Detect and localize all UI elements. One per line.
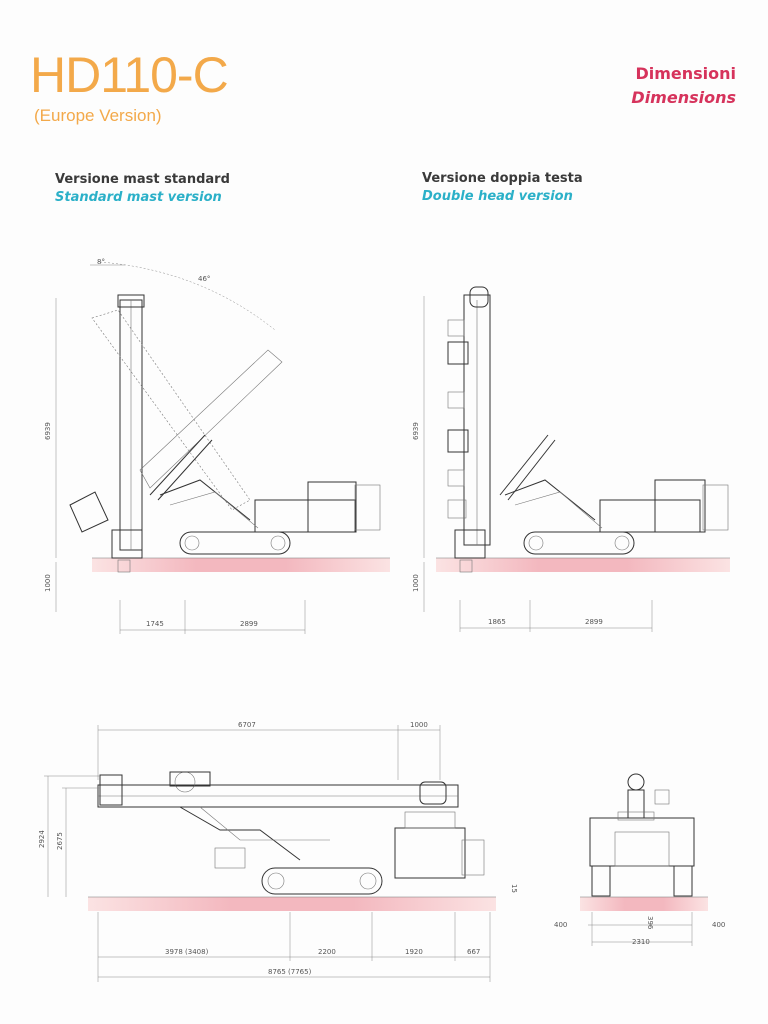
- dbl-depth-label: 1000: [412, 574, 420, 592]
- std-w2-label: 2899: [240, 620, 258, 628]
- dbl-w1-label: 1865: [488, 618, 506, 626]
- ground-strip: [92, 558, 390, 572]
- std-depth-label: 1000: [44, 574, 52, 592]
- tr-top2-label: 1000: [410, 721, 428, 729]
- dbl-height-label: 6939: [412, 422, 420, 440]
- standard-mast-drawing: [69, 261, 390, 573]
- standard-view-title-it: Versione mast standard: [55, 172, 230, 187]
- model-title: HD110-C: [30, 47, 229, 103]
- standard-view-title-en: Standard mast version: [55, 190, 222, 205]
- ground-strip: [88, 897, 496, 911]
- tr-clear-label: 15: [510, 884, 518, 893]
- tr-b1-label: 3978 (3408): [165, 948, 209, 956]
- fr-right-label: 400: [712, 921, 725, 929]
- std-height-label: 6939: [44, 422, 52, 440]
- tr-h1-label: 2924: [38, 830, 46, 848]
- std-angle1-label: 8°: [97, 258, 105, 266]
- ground-strip: [436, 558, 730, 572]
- tr-total-label: 8765 (7765): [268, 968, 312, 976]
- section-title-en: Dimensions: [631, 88, 736, 107]
- tr-b2-label: 2200: [318, 948, 336, 956]
- tr-top1-label: 6707: [238, 721, 256, 729]
- fr-mid-label: 396: [646, 916, 654, 930]
- fr-width-label: 2310: [632, 938, 650, 946]
- tr-h2-label: 2675: [56, 832, 64, 850]
- double-view-title-en: Double head version: [422, 189, 573, 204]
- dbl-w2-label: 2899: [585, 618, 603, 626]
- tr-b4-label: 667: [467, 948, 480, 956]
- fr-left-label: 400: [554, 921, 567, 929]
- double-view-title-it: Versione doppia testa: [422, 171, 583, 186]
- transport-drawing: [88, 771, 496, 911]
- std-angle2-label: 46°: [198, 275, 210, 283]
- std-w1-label: 1745: [146, 620, 164, 628]
- double-head-drawing: [436, 286, 730, 573]
- section-title-it: Dimensioni: [635, 64, 736, 83]
- front-view-drawing: [580, 773, 708, 911]
- ground-strip: [580, 897, 708, 911]
- model-subtitle: (Europe Version): [34, 106, 162, 125]
- tr-b3-label: 1920: [405, 948, 423, 956]
